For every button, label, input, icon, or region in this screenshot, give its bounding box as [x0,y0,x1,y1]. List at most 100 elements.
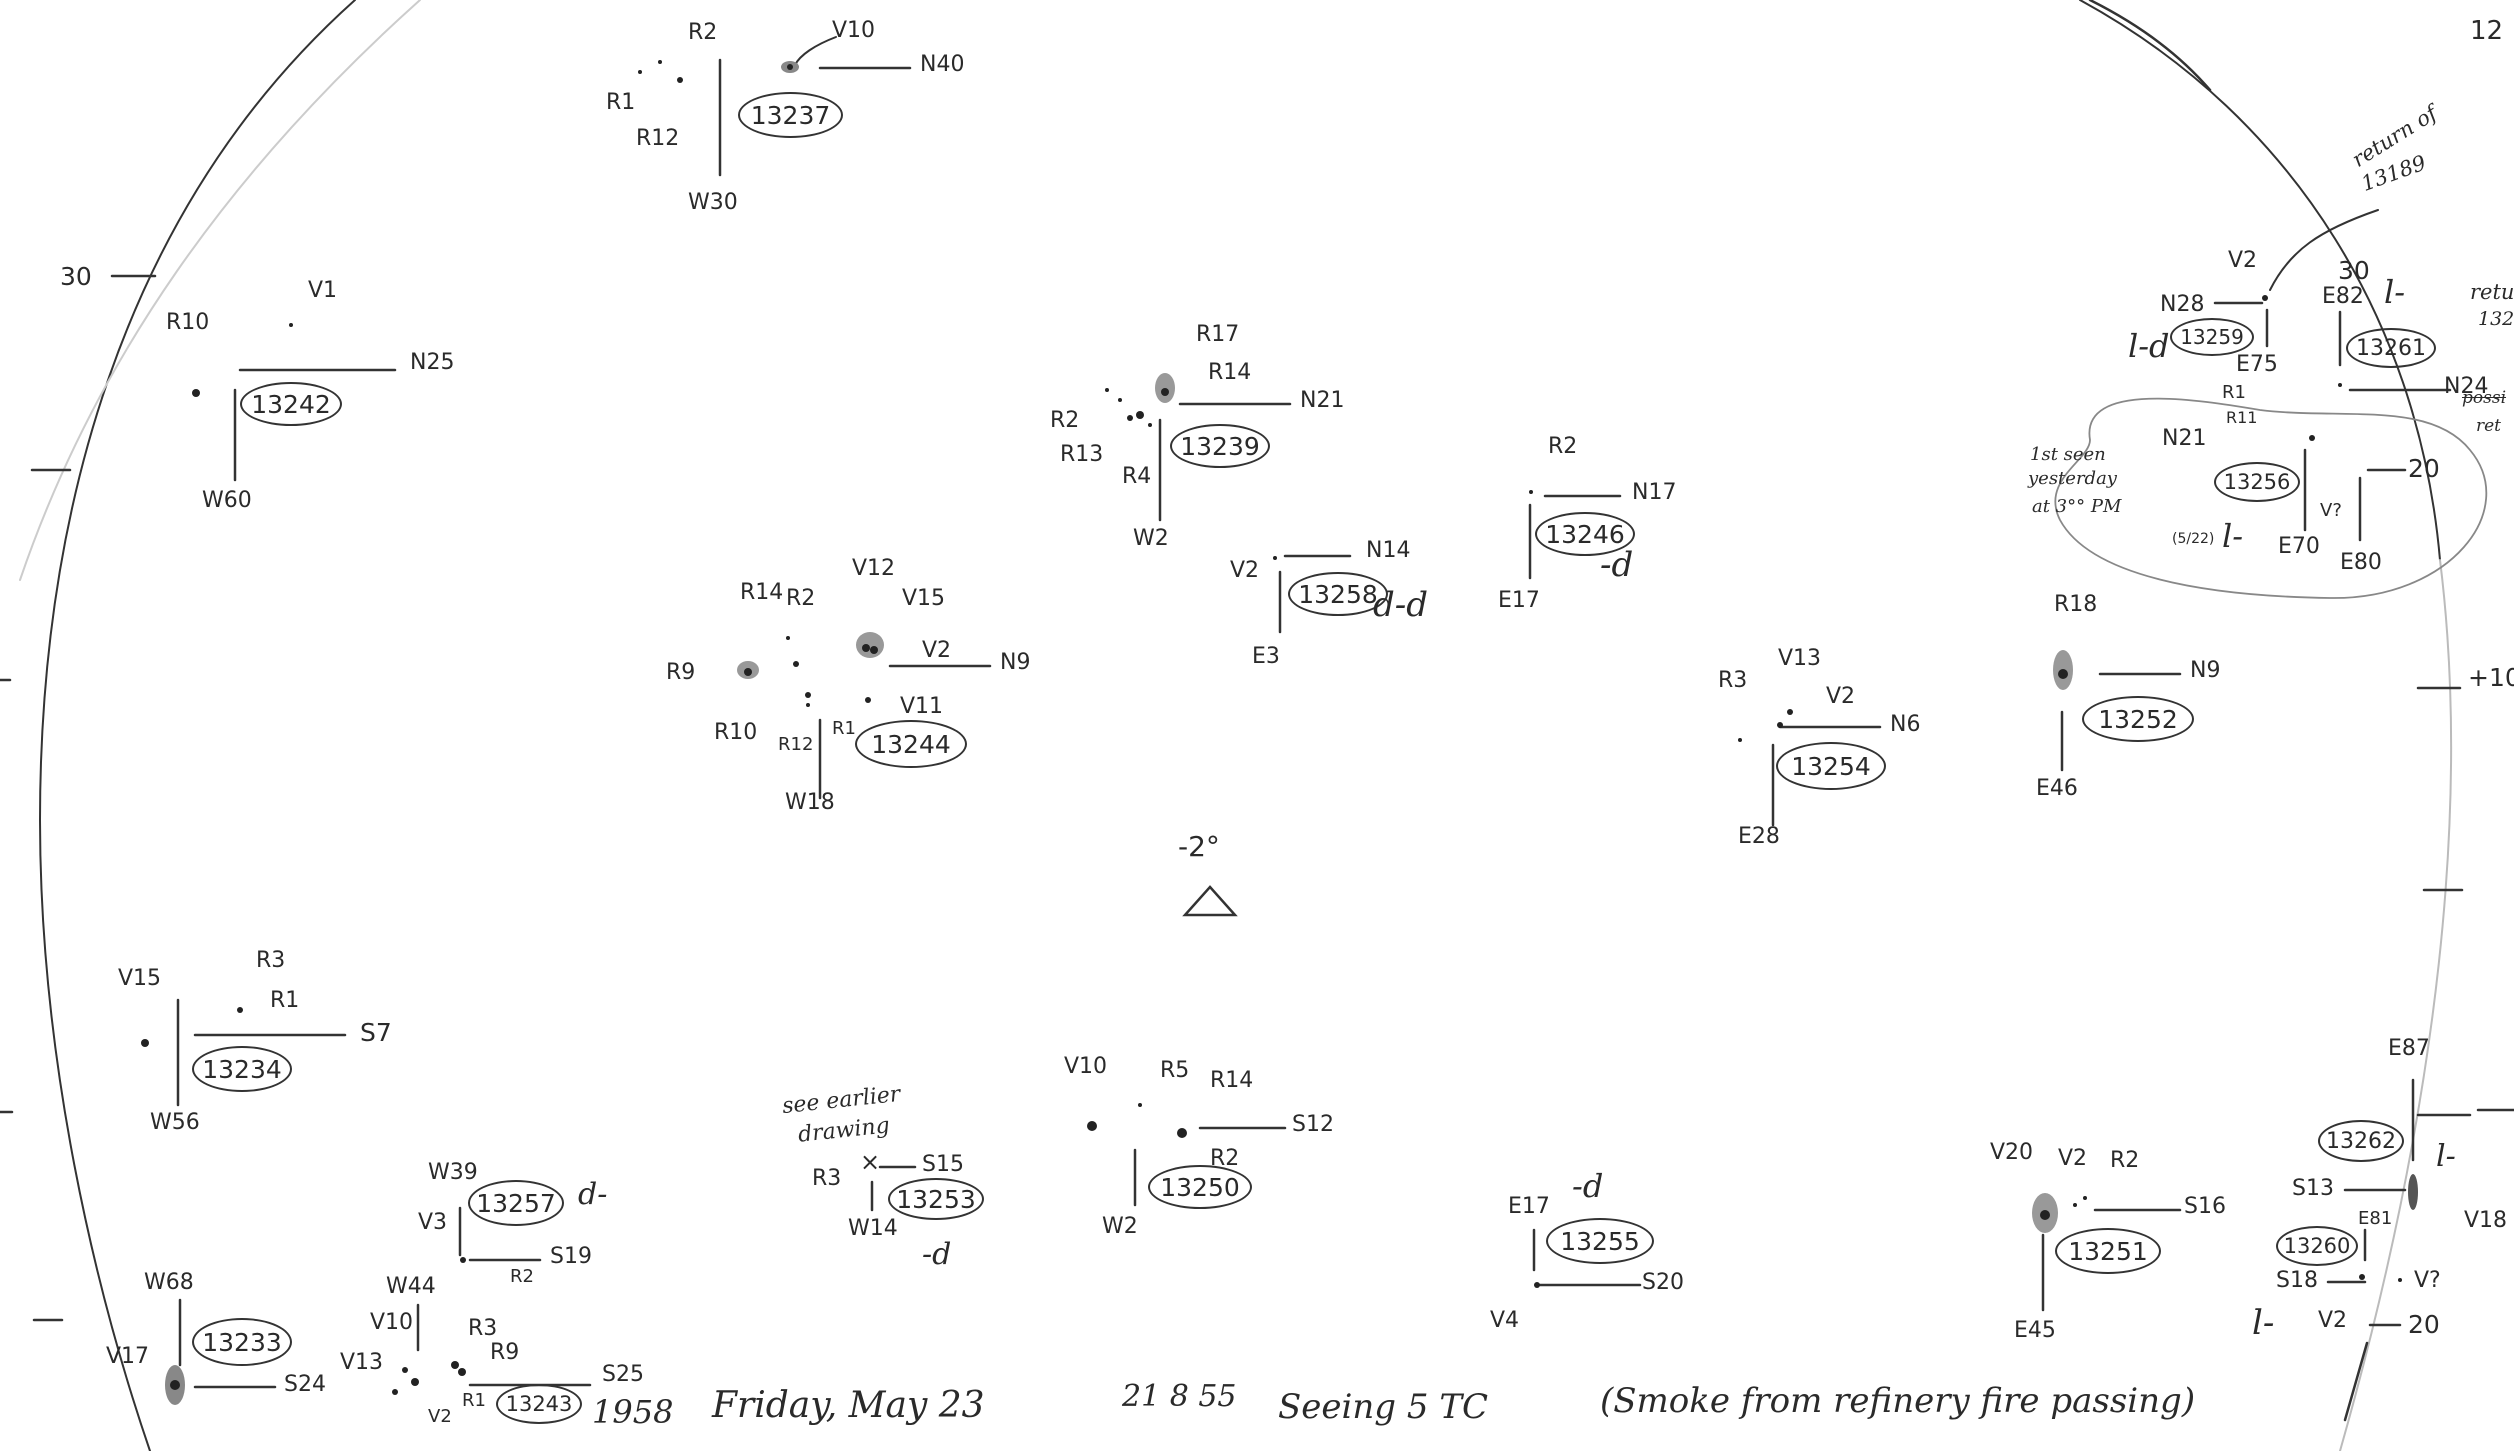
spot-label: R12 [778,734,814,755]
spot-label: R10 [166,310,210,335]
fraction-note: (5/22) [2172,531,2215,547]
spot-label: V20 [1990,1140,2034,1165]
group-13233-ns: S24 [284,1372,326,1397]
footer-day: Friday, May 23 [712,1385,985,1426]
group-13255-number: 13255 [1546,1218,1654,1264]
footer-year: 1958 [592,1393,674,1431]
group-13237-ns: N40 [920,52,965,77]
group-13259-ew: E75 [2236,352,2278,377]
group-13246-ew: E17 [1498,588,1540,613]
spot-label: R14 [1210,1068,1254,1093]
group-13250-ew: W2 [1102,1214,1138,1239]
spot-label: V2 [1826,684,1856,709]
group-13244-ew: W18 [785,790,835,815]
limb-arc-faint [2339,559,2453,1451]
right-edge-note-4: ret [2476,416,2502,436]
spot-label: V3 [418,1210,448,1235]
group-13252-ew: E46 [2036,776,2078,801]
group-13258-ns: N14 [1366,538,1411,563]
spot-label: V? [2414,1268,2441,1293]
group-13258-ew: E3 [1252,644,1280,669]
center-triangle [1182,885,1238,917]
group-13261-number: 13261 [2346,328,2436,368]
group-13259-ns: N28 [2160,292,2205,317]
spot-label: V18 [2464,1208,2508,1233]
spot-label: V2 [922,638,952,663]
group-13233-number: 13233 [192,1318,292,1366]
page-number: 12 [2470,16,2504,46]
spot-label: R14 [1208,360,1252,385]
group-13239-ew: W2 [1133,526,1169,551]
group-13257-note: d- [578,1177,608,1212]
group-13259-number: 13259 [2170,318,2254,356]
group-13256-number: 13256 [2214,462,2300,502]
group-13262-ew: E87 [2388,1036,2430,1061]
group-13260-number: 13260 [2276,1226,2358,1266]
group-13251-ns: S16 [2184,1194,2226,1219]
spot-label: R18 [2054,592,2098,617]
group-13237-ew: W30 [688,190,738,215]
spot-label: V2 [1230,558,1260,583]
group-13242-number: 13242 [240,382,342,426]
group-13251-ew: E45 [2014,1318,2056,1343]
spot-label: V13 [1778,646,1822,671]
group-13250-number: 13250 [1148,1165,1252,1209]
spot-label: R1 [462,1390,486,1411]
first-seen-note-line3: at 3°° PM [2032,496,2122,517]
spot-label: V? [2320,500,2342,521]
spot-label: R5 [1160,1058,1190,1083]
group-13253-ns: S15 [922,1152,964,1177]
spot-label: R14 [740,580,784,605]
spot-label: V15 [118,966,162,991]
lat-label-30-left: 30 [60,262,92,291]
cross-mark: × [860,1148,881,1176]
group-13246-note: -d [1600,545,1634,585]
group-13257-ew: W39 [428,1160,478,1185]
right-edge-note-1: return [2470,280,2514,304]
group-13243-ns: S25 [602,1362,644,1387]
group-13260-ew: E81 [2358,1208,2393,1229]
group-13233-ew: W68 [144,1270,194,1295]
footer-note: (Smoke from refinery fire passing) [1600,1381,2196,1421]
spot-label: R2 [1050,408,1080,433]
group-13258-note: d-d [1373,585,1429,625]
group-13259-note: l-d [2128,327,2170,365]
spot-label: R2 [510,1266,534,1287]
lat-label-20-lower-right: 20 [2408,1310,2440,1339]
group-13242-ew: W60 [202,488,252,513]
group-13254-ew: E28 [1738,824,1780,849]
solar-limb-arc [38,0,356,1451]
spot-label: R10 [714,720,758,745]
spot-label: R2 [2110,1148,2140,1173]
group-13255-note: -d [1572,1167,1604,1205]
group-13257-number: 13257 [468,1180,564,1226]
group-13256-ns: N21 [2162,426,2207,451]
enclosure-13256 [2054,397,2488,599]
lat-label-30-right: 30 [2338,256,2370,285]
group-13250-ns: S12 [1292,1112,1334,1137]
spot-label: V2 [2058,1146,2088,1171]
spot-label: V11 [900,694,944,719]
spot-label: V4 [1490,1308,1520,1333]
group-13256-ew: E70 [2278,534,2320,559]
group-13254-number: 13254 [1776,742,1886,790]
spot-label: R2 [688,20,718,45]
group-13246-number: 13246 [1535,512,1635,556]
spot-label: R17 [1196,322,1240,347]
lat-label-10-right: +10 [2468,663,2514,692]
spot-label: V2 [428,1406,452,1427]
solar-limb-arc-right [2079,0,2441,561]
spot-label: R4 [1122,464,1152,489]
group-13253-number: 13253 [888,1178,984,1220]
group-13261-note: l- [2384,273,2406,311]
spot-label: V13 [340,1350,384,1375]
group-13242-ns: N25 [410,350,455,375]
group-13253-note: -d [922,1237,952,1272]
group-13234-ew: W56 [150,1110,200,1135]
first-seen-note-line2: yesterday [2028,468,2117,489]
group-13239-number: 13239 [1170,424,1270,468]
group-13243-ew: W44 [386,1274,436,1299]
group-13243-number: 13243 [496,1384,582,1424]
spot-label: R12 [636,126,680,151]
